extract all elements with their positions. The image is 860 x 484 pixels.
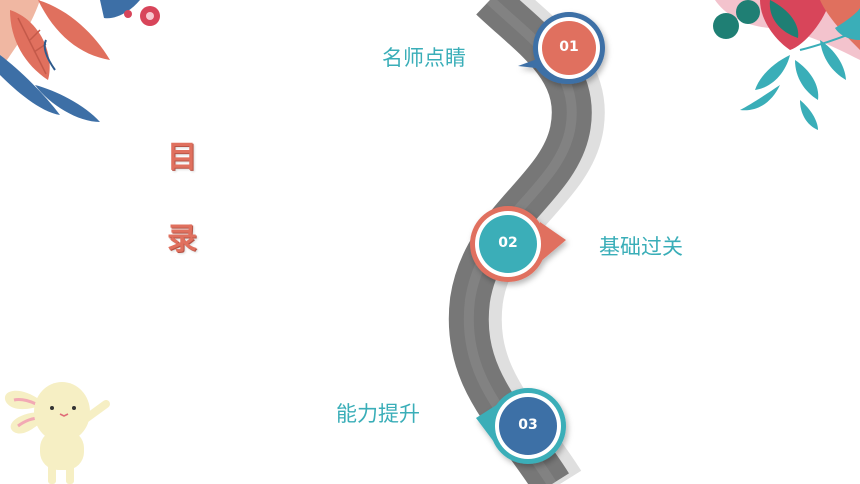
badge-02 [470, 206, 566, 282]
item-label-02[interactable]: 基础过关 [599, 235, 683, 259]
top-left-leaves [0, 0, 160, 122]
badge-03 [476, 388, 566, 464]
top-right-leaves [713, 0, 860, 130]
title-char-1: 目 [167, 140, 197, 175]
title-char-2: 录 [167, 222, 197, 257]
badge-02-number: 02 [498, 235, 518, 251]
badge-01-number: 01 [559, 39, 579, 55]
item-label-03[interactable]: 能力提升 [336, 402, 420, 426]
badge-01 [518, 12, 605, 84]
badge-03-number: 03 [518, 417, 538, 433]
item-label-01[interactable]: 名师点睛 [382, 46, 466, 70]
bunny-mascot [4, 382, 110, 484]
